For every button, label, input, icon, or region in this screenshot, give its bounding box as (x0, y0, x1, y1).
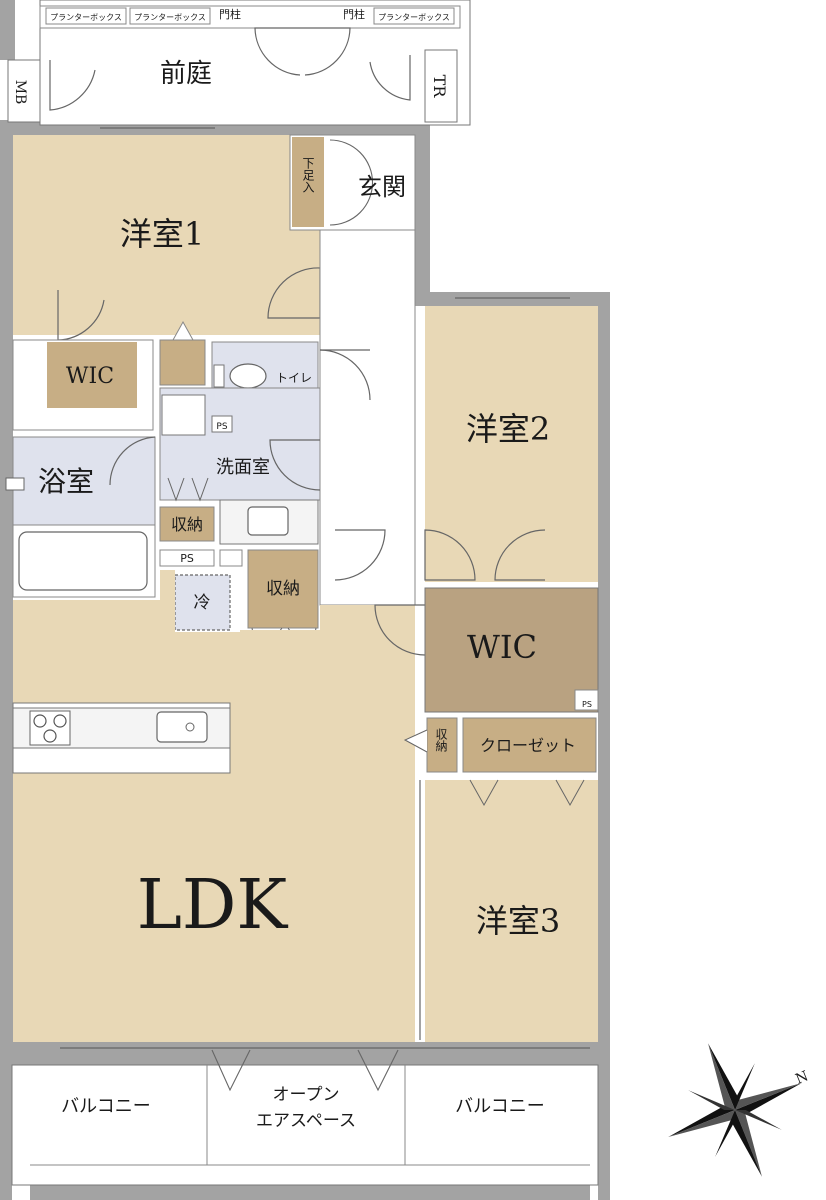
label-entrance: 玄関 (358, 173, 406, 201)
compass-rose-icon (668, 1043, 802, 1177)
label-front-garden: 前庭 (160, 59, 212, 89)
small-storage (159, 339, 206, 386)
label-tr: TR (430, 75, 449, 99)
label-ps-3: PS (582, 700, 592, 709)
fridge-space (174, 574, 231, 631)
sink-icon (247, 506, 289, 536)
kitchen-sink-icon (156, 711, 208, 743)
walls (0, 0, 610, 1200)
label-open-air-2: エアスペース (256, 1111, 356, 1131)
label-planter-3: プランターボックス (378, 13, 450, 22)
storage-1 (159, 506, 215, 542)
label-gate-post-2: 門柱 (343, 7, 365, 21)
toilet-bowl-icon (229, 363, 267, 389)
label-wic-1: WIC (66, 364, 114, 389)
label-ps-1: PS (216, 422, 227, 432)
label-washroom: 洗面室 (216, 457, 270, 478)
western-room-3 (425, 780, 598, 1042)
closet (462, 717, 597, 773)
label-ldk: LDK (137, 866, 289, 945)
label-gate-post-1: 門柱 (219, 7, 241, 21)
corridor (319, 229, 416, 606)
shoe-storage (292, 137, 324, 227)
label-storage-1: 収納 (171, 515, 203, 534)
label-shoe-storage: 下足入 (301, 157, 315, 193)
label-western-2: 洋室2 (466, 410, 550, 448)
label-fridge: 冷 (194, 593, 211, 613)
label-wic-2: WIC (467, 628, 537, 666)
western-room-1 (13, 135, 320, 335)
door-arc-room1 (267, 267, 321, 319)
storage-2 (247, 549, 319, 629)
label-open-air-1: オープン (273, 1085, 340, 1105)
label-balcony-left: バルコニー (61, 1096, 151, 1117)
wic-1 (47, 342, 137, 408)
label-storage-2: 収納 (266, 579, 300, 599)
ldk (13, 570, 415, 1042)
wic-2 (424, 587, 599, 713)
stove-icon (29, 710, 71, 746)
label-ps-2: PS (180, 552, 194, 565)
label-closet: クローゼット (480, 736, 576, 755)
label-balcony-right: バルコニー (455, 1096, 545, 1117)
label-mb: MB (12, 80, 28, 105)
front-garden-area (7, 0, 471, 126)
label-planter-2: プランターボックス (134, 13, 206, 22)
label-planter-1: プランターボックス (50, 13, 122, 22)
label-toilet: トイレ (276, 371, 312, 385)
bathtub-icon (18, 531, 148, 591)
label-western-1: 洋室1 (120, 215, 204, 253)
label-storage-3: 収納 (434, 728, 448, 752)
label-western-3: 洋室3 (476, 902, 560, 940)
western-room-2 (425, 306, 598, 582)
label-bath: 浴室 (38, 465, 94, 498)
label-north: N (793, 1068, 810, 1087)
